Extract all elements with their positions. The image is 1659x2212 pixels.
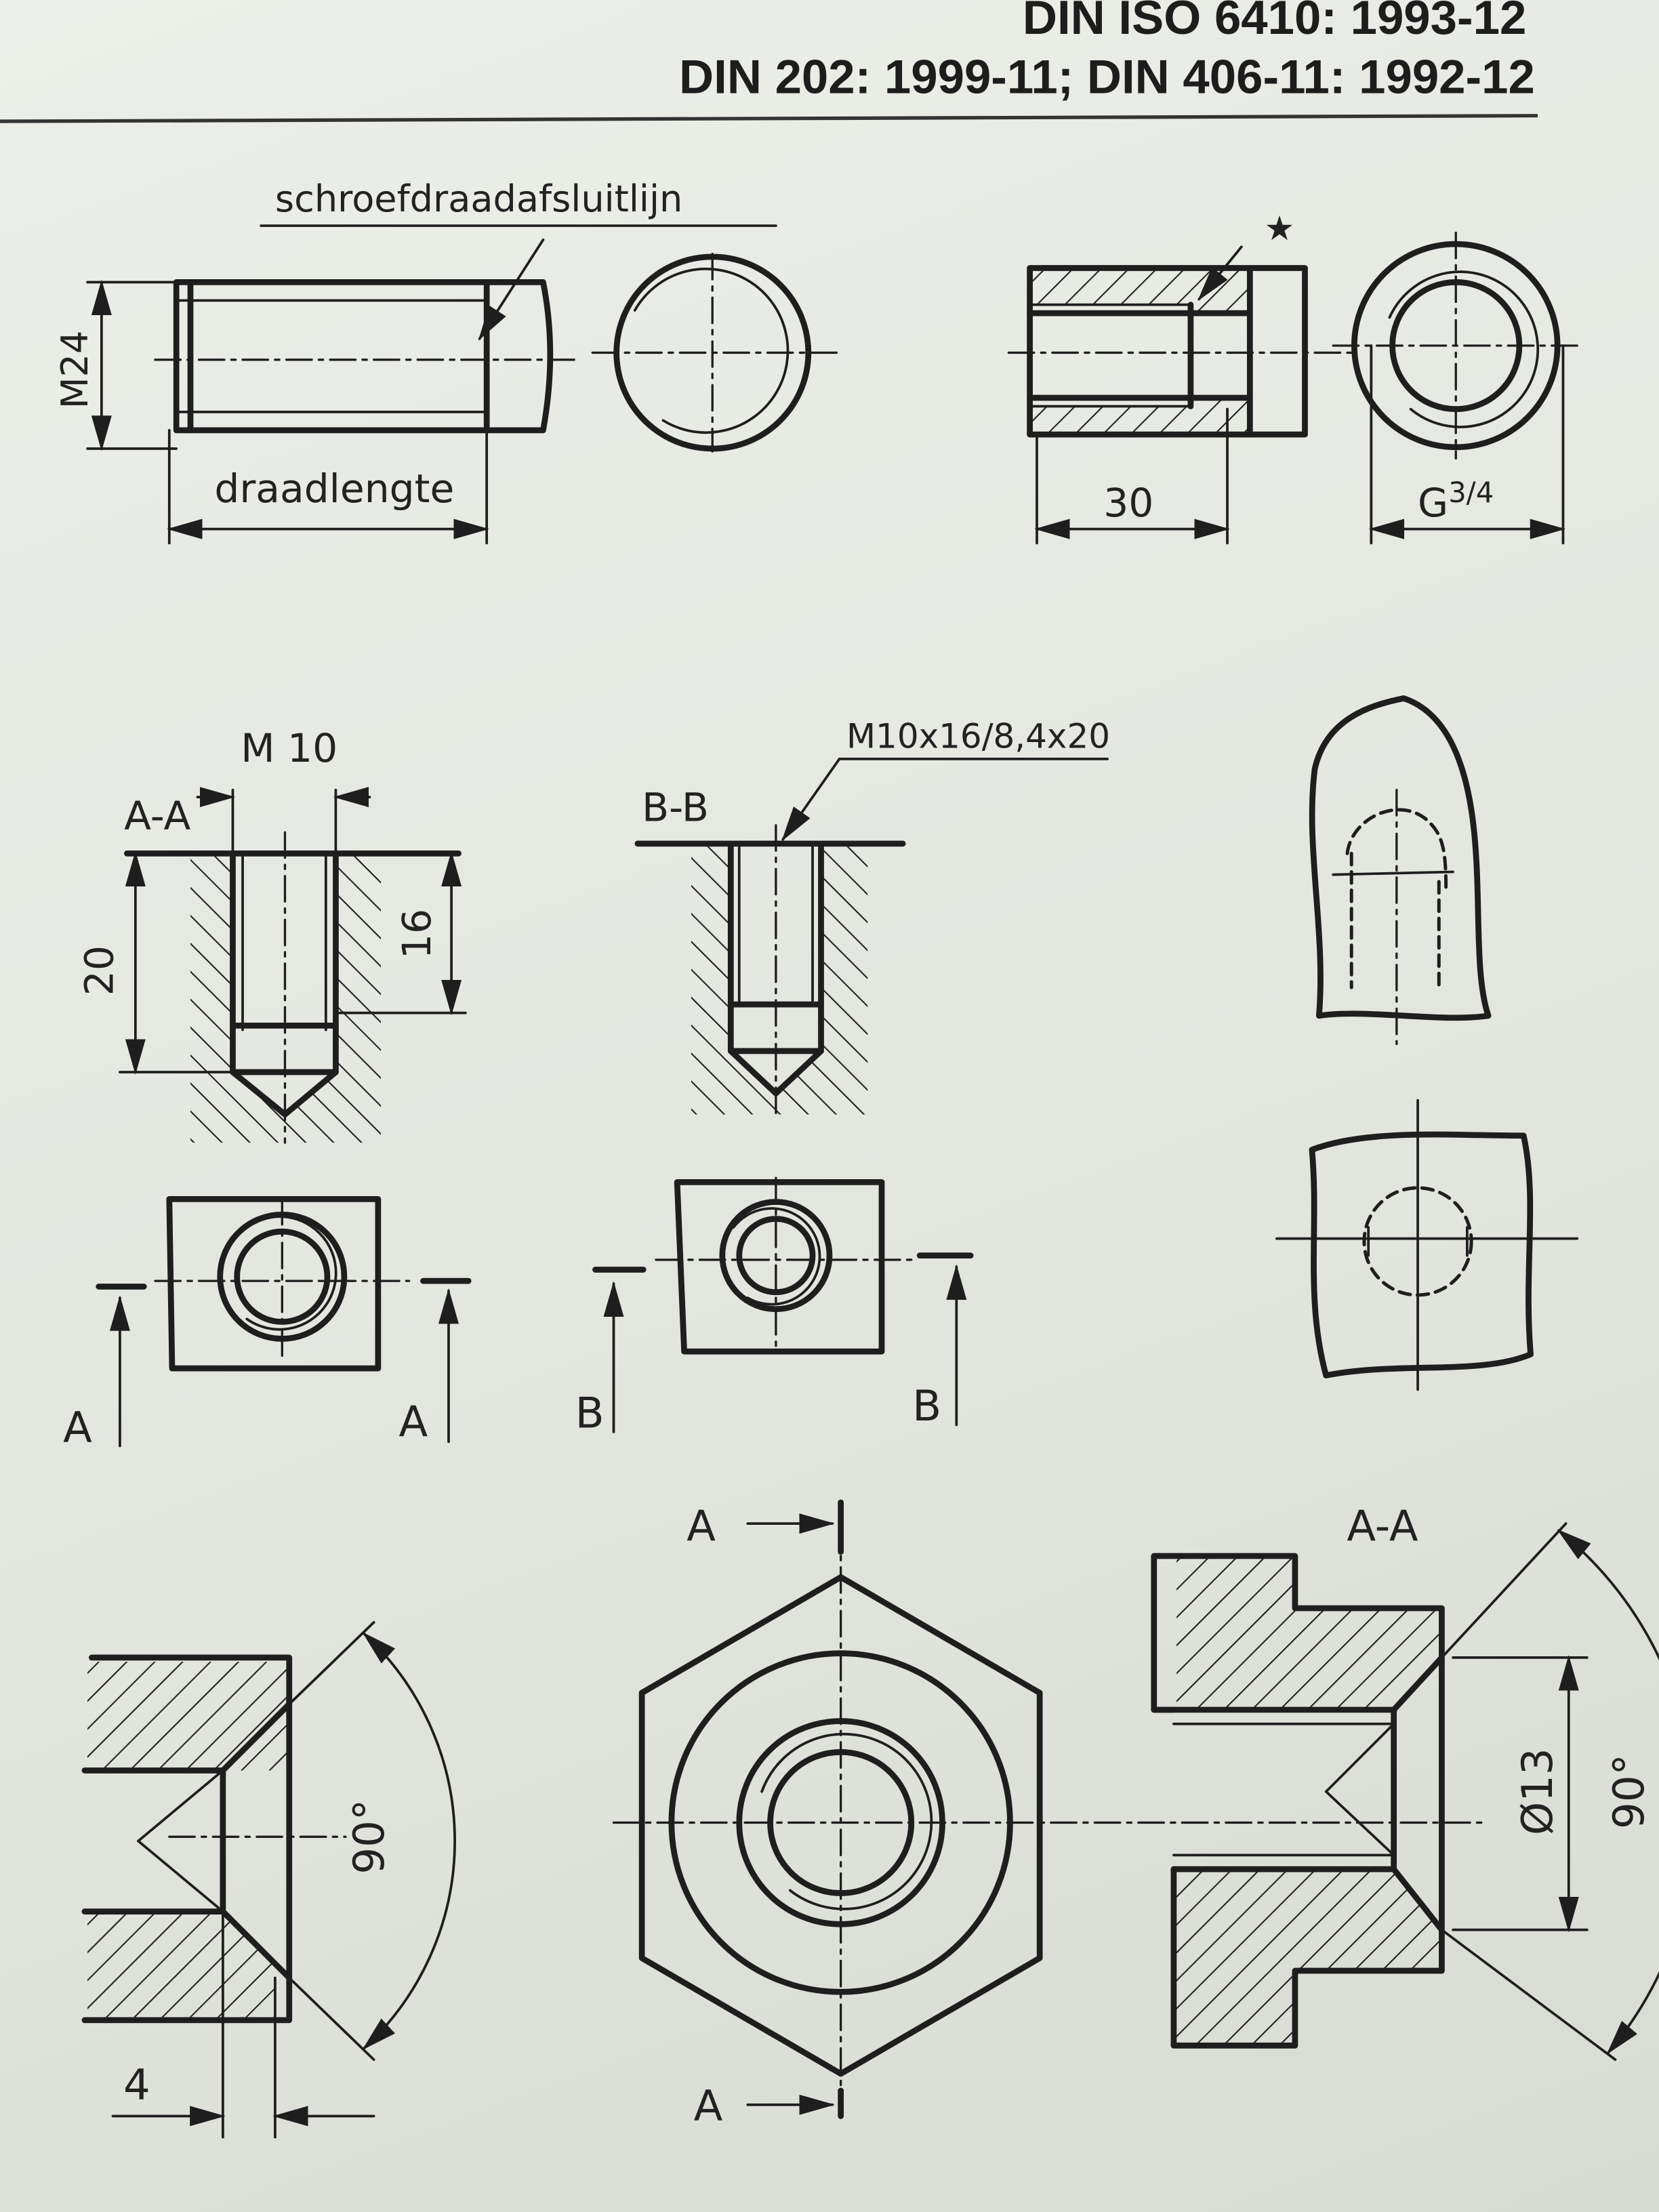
star-note-marker: ★: [1265, 209, 1295, 248]
nut-countersink-angle-dimension: 90°: [1604, 1754, 1654, 1829]
cut-marker-top-label: A: [687, 1501, 716, 1551]
bore-diameter-dimension: Ø13: [1513, 1748, 1562, 1835]
thread-size-dimension: M 10: [241, 725, 337, 771]
freehand-sketch-side: [1309, 695, 1492, 1046]
section-b-b-label: B-B: [642, 785, 709, 831]
internal-thread-section: [1007, 245, 1356, 545]
countersink-depth-dimension: 4: [123, 2060, 150, 2109]
thread-callout: M10x16/8,4x20: [846, 716, 1110, 756]
blind-hole-section-a: [119, 787, 467, 1144]
countersink-angle-dimension: 90°: [344, 1799, 394, 1875]
cut-marker-bottom-label: A: [694, 2081, 723, 2131]
standard-reference-1: DIN ISO 6410: 1993-12: [1023, 0, 1526, 44]
cut-arrow-a-right-label: A: [399, 1397, 428, 1446]
section-a-a-label: A-A: [124, 793, 190, 839]
thread-depth-dimension: 16: [394, 909, 440, 959]
plan-view-b: [592, 1176, 974, 1433]
standard-reference-2: DIN 202: 1999-11; DIN 406-11: 1992-12: [679, 49, 1535, 103]
diameter-dimension: M24: [54, 331, 96, 409]
internal-thread-end-view: [1332, 231, 1582, 545]
hex-nut-plan-view: [612, 1499, 1483, 2119]
blind-hole-section-b: [634, 758, 1109, 1116]
thread-end-line-label: schroefdraadafsluitlijn: [275, 178, 682, 220]
plan-view-a: [96, 1196, 472, 1448]
countersink-section: [81, 1621, 456, 2139]
external-thread-end-view: [591, 253, 841, 453]
pipe-thread-dimension: G3/4: [1418, 476, 1494, 526]
drill-depth-dimension: 20: [77, 945, 123, 996]
freehand-sketch-top: [1275, 1099, 1579, 1391]
cut-arrow-b-right-label: B: [912, 1381, 941, 1431]
cut-arrow-a-left-label: A: [63, 1402, 92, 1452]
thread-length-dimension: draadlengte: [214, 466, 454, 512]
cut-arrow-b-left-label: B: [575, 1389, 605, 1438]
external-thread-view: [86, 224, 777, 545]
header-rule: [0, 114, 1538, 123]
section-a-a-nut-label: A-A: [1347, 1501, 1418, 1551]
hex-nut-section: [1151, 1522, 1659, 2062]
section-length-dimension: 30: [1103, 480, 1153, 526]
